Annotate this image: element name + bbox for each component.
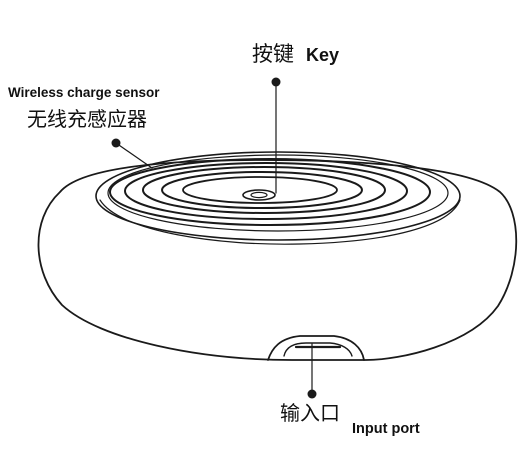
top-surface-rim <box>95 151 461 241</box>
key-button-inner <box>250 191 268 199</box>
coil-ring-5 <box>182 176 338 204</box>
sensor-label-english: Wireless charge sensor <box>8 85 160 100</box>
key-leader-dot <box>271 77 281 87</box>
key-label-chinese: 按键 <box>252 42 294 66</box>
input-leader-dot <box>307 389 317 399</box>
coil-ring-4 <box>161 171 363 209</box>
input-port-label-chinese: 输入口 <box>280 401 340 425</box>
rim-edge <box>99 199 461 245</box>
input-port-opening <box>283 342 353 357</box>
key-label-english: Key <box>306 45 340 65</box>
input-port-notch <box>267 335 365 361</box>
input-port-label-english: Input port <box>352 421 420 437</box>
coil-ring-3 <box>142 166 386 214</box>
sensor-label-chinese: 无线充感应器 <box>27 107 147 131</box>
top-surface-inner-rim <box>107 154 449 232</box>
sensor-leader-dot <box>111 138 121 148</box>
key-button <box>242 189 276 201</box>
sensor-leader-line <box>115 142 153 169</box>
coil-ring-1 <box>109 158 431 226</box>
coil-ring-2 <box>124 162 408 220</box>
